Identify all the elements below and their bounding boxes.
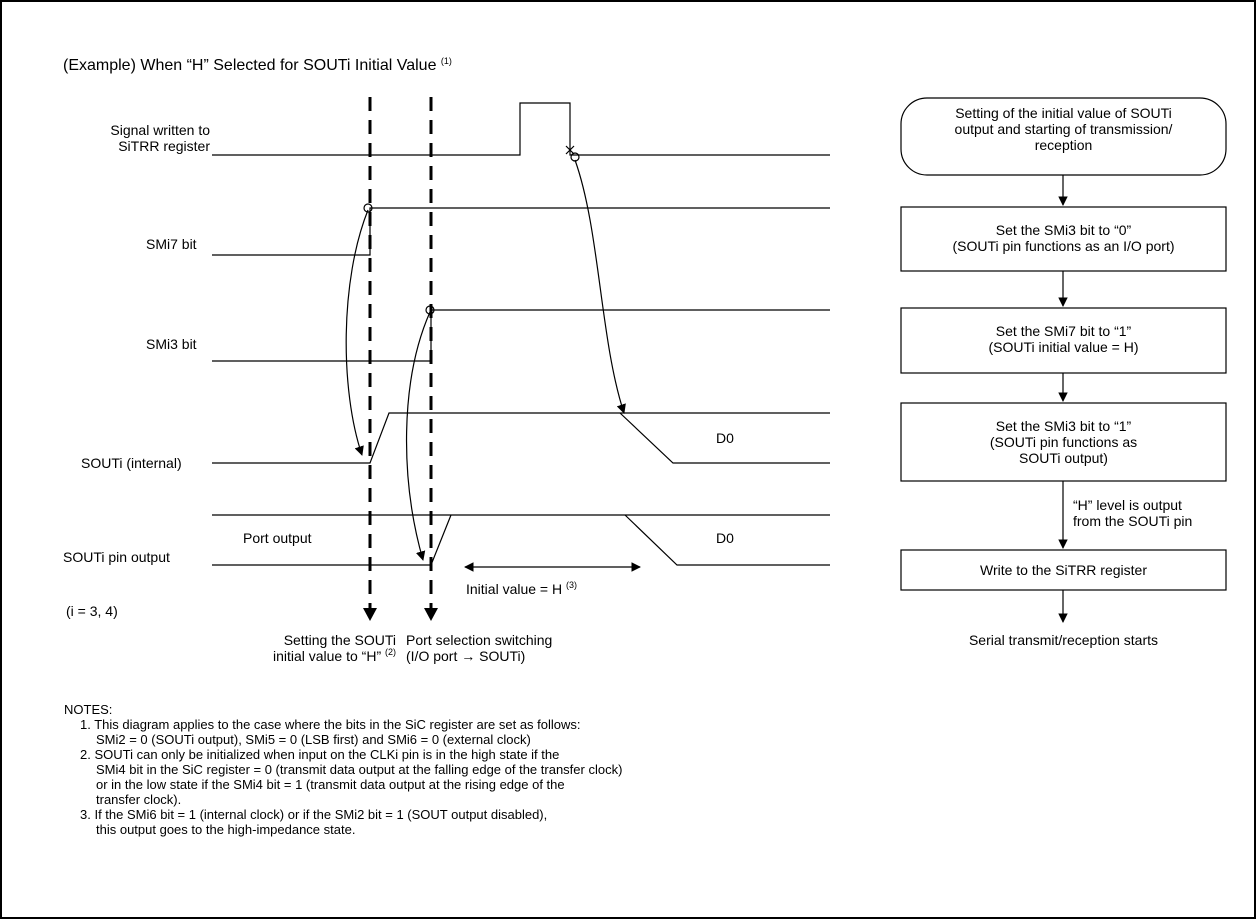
note-1: 1. This diagram applies to the case wher… <box>80 717 622 747</box>
label-smi3: SMi3 bit <box>146 336 197 352</box>
note-3: 3. If the SMi6 bit = 1 (internal clock) … <box>80 807 622 837</box>
smi3-edge-marker <box>425 305 435 315</box>
curve-smi3-to-souti-pin <box>405 311 431 561</box>
note-2: 2. SOUTi can only be initialized when in… <box>80 747 622 807</box>
souti-internal-waveform-d0 <box>619 412 830 464</box>
flow-step3-line1: Set the SMi3 bit to “1” <box>995 418 1132 434</box>
flow-start-line3: reception <box>1034 137 1093 153</box>
flow-end-label: Serial transmit/reception starts <box>968 632 1159 648</box>
label-souti-internal: SOUTi (internal) <box>81 455 182 471</box>
label-souti-pin: SOUTi pin output <box>63 549 170 565</box>
note-2-line3: or in the low state if the SMi4 bit = 1 … <box>96 777 565 792</box>
note-2-line4: transfer clock). <box>96 792 182 807</box>
caption-setting-line2: initial value to “H” (2) <box>272 647 396 664</box>
flow-step2-line1: Set the SMi7 bit to “1” <box>995 323 1132 339</box>
flow-step4-label: Write to the SiTRR register <box>979 562 1147 578</box>
caption-port-line2: (I/O port → SOUTi) <box>406 648 526 664</box>
souti-pin-waveform-d0 <box>624 514 830 566</box>
smi7-waveform <box>212 207 830 256</box>
label-sitrr-line2: SiTRR register <box>118 138 210 154</box>
label-initial-value: Initial value = H (3) <box>466 580 577 597</box>
label-d0-internal: D0 <box>716 430 734 446</box>
label-sitrr-line1: Signal written to <box>110 122 210 138</box>
smi3-waveform <box>212 309 830 362</box>
flow-step3-box <box>900 402 1227 482</box>
flow-step4-box <box>900 549 1227 591</box>
figure-title: (Example) When “H” Selected for SOUTi In… <box>63 56 452 74</box>
label-port-output: Port output <box>243 530 312 546</box>
notes-section: NOTES: 1. This diagram applies to the ca… <box>64 702 622 837</box>
label-i-range: (i = 3, 4) <box>66 603 118 619</box>
flow-side-note-line2: from the SOUTi pin <box>1073 513 1193 529</box>
dashed-marker-port-arrowhead <box>424 608 438 621</box>
souti-internal-waveform-low <box>212 412 830 464</box>
sitrr-x-mark-b <box>565 145 575 155</box>
dashed-marker-setting-arrowhead <box>363 608 377 621</box>
caption-setting-line1: Setting the SOUTi <box>283 632 396 648</box>
flow-step1-line2: (SOUTi pin functions as an I/O port) <box>952 238 1175 254</box>
flow-step3-line2: (SOUTi pin functions as <box>989 434 1138 450</box>
flow-step3-line3: SOUTi output) <box>1019 450 1108 466</box>
note-1-line1: 1. This diagram applies to the case wher… <box>80 717 581 732</box>
smi7-edge-marker <box>363 203 373 213</box>
caption-port-line1: Port selection switching <box>406 632 553 648</box>
flow-side-note-line1: “H” level is output <box>1073 497 1182 513</box>
flow-step2-box <box>900 307 1227 374</box>
curve-smi7-to-souti-internal <box>345 209 369 456</box>
note-2-line2: SMi4 bit in the SiC register = 0 (transm… <box>96 762 623 777</box>
sitrr-waveform <box>212 102 830 156</box>
note-3-line2: this output goes to the high-impedance s… <box>96 822 356 837</box>
note-2-line1: 2. SOUTi can only be initialized when in… <box>80 747 560 762</box>
flow-start-line1: Setting of the initial value of SOUTi <box>955 105 1172 121</box>
note-1-line2: SMi2 = 0 (SOUTi output), SMi5 = 0 (LSB f… <box>96 732 531 747</box>
label-d0-pin: D0 <box>716 530 734 546</box>
flow-step1-box <box>900 206 1227 272</box>
flow-step1-line1: Set the SMi3 bit to “0” <box>995 222 1132 238</box>
curve-sitrr-to-souti-internal <box>574 159 626 414</box>
note-3-line1: 3. If the SMi6 bit = 1 (internal clock) … <box>80 807 548 822</box>
flow-start-line2: output and starting of transmission/ <box>954 121 1173 137</box>
notes-heading: NOTES: <box>64 702 113 717</box>
sitrr-edge-marker <box>570 152 580 162</box>
flow-step2-line2: (SOUTi initial value = H) <box>988 339 1139 355</box>
label-smi7: SMi7 bit <box>146 236 197 252</box>
